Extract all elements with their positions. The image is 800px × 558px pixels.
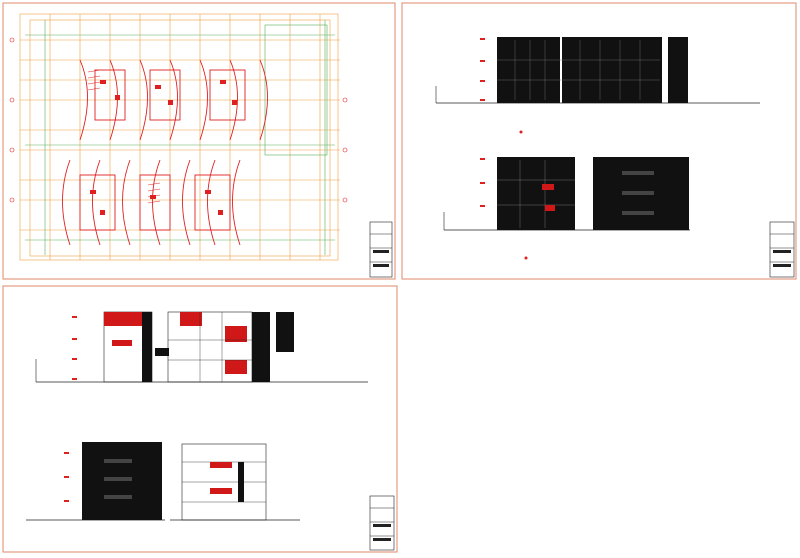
plan-title-block [369,221,393,278]
plan-grid-bubbles [9,37,348,203]
floor-plan-sheet [2,2,396,280]
sections-sheet [2,285,398,553]
plan-stairs [87,69,161,204]
elevations-sheet [401,2,797,280]
plan-curved-walls [62,59,268,246]
section-transverse-a [26,442,165,521]
section-transverse-b [170,443,300,521]
plan-room-details [90,80,237,215]
elevation-north [435,37,760,134]
sections-title-block [369,495,395,551]
section-longitudinal [35,311,368,383]
elevations-title-block [769,221,795,278]
plan-green-lines [25,20,335,255]
elevation-south [443,157,690,260]
